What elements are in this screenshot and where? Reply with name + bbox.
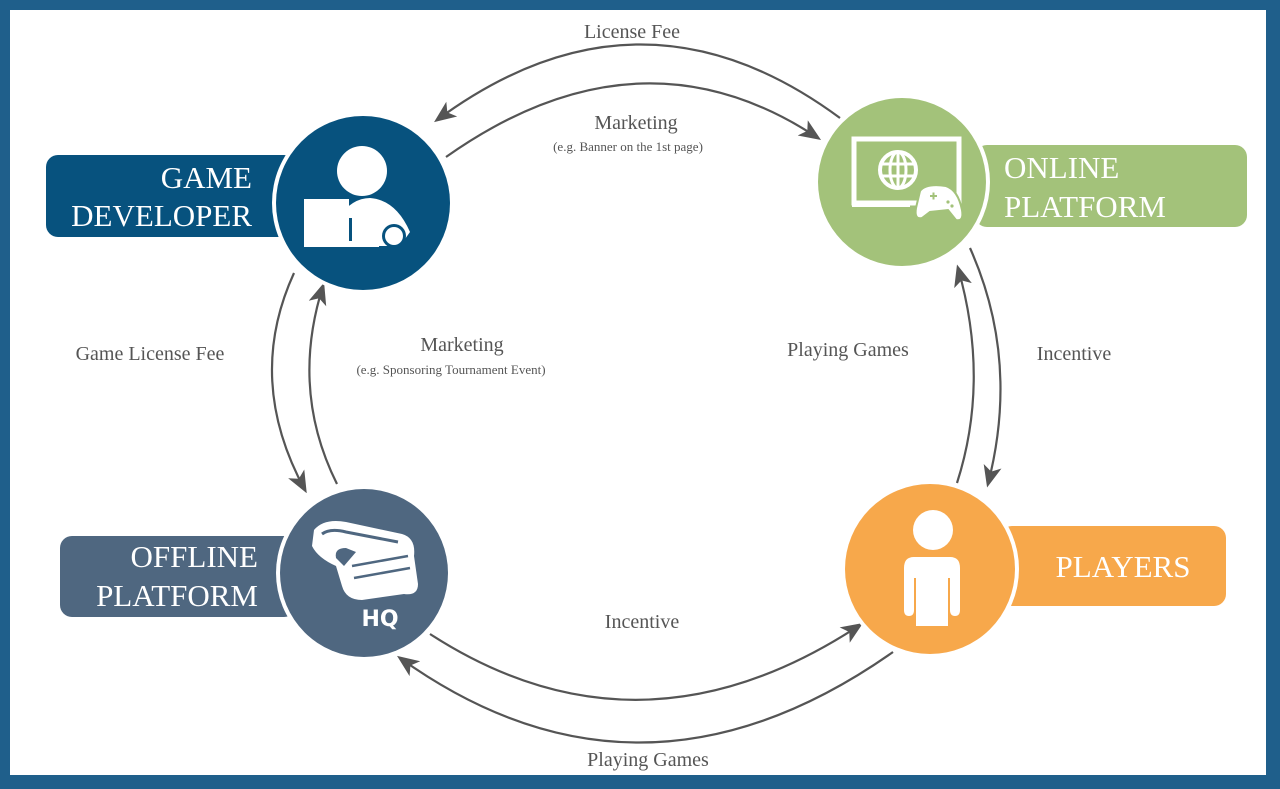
game-developer-title-line2: DEVELOPER [71,198,252,233]
arrow-playing-games-offline [397,651,894,744]
vr-headset-icon: HQ [312,521,418,632]
game-license-fee-label: Game License Fee [76,343,225,365]
playing-games-offline-label: Playing Games [587,749,709,771]
arrow-incentive-online [968,247,1002,488]
online-platform-title-line1: ONLINE [1004,150,1119,185]
monitor-globe-gamepad-icon [851,136,964,222]
license-fee-label: License Fee [584,21,680,43]
arrow-incentive-offline [429,622,864,701]
arrow-game-license-fee [270,272,307,494]
online-platform-label-box [975,145,1247,227]
person-icon [904,510,960,626]
offline-platform-label-box [60,536,296,617]
arrow-marketing-banner [445,82,822,158]
node-players: PLAYERS [841,480,1226,658]
hq-icon-text: HQ [361,607,398,632]
marketing-sponsoring-sublabel: (e.g. Sponsoring Tournament Event) [356,362,545,377]
game-developer-title-line1: GAME [161,160,252,195]
node-game-developer: GAME DEVELOPER [46,112,454,294]
diagram-frame [10,10,1266,775]
players-label-box [1000,526,1226,606]
marketing-banner-sublabel: (e.g. Banner on the 1st page) [553,139,703,154]
offline-platform-title-line2: PLATFORM [96,578,258,613]
marketing-banner-label: Marketing [594,112,677,134]
players-title: PLAYERS [1056,549,1191,584]
incentive-online-label: Incentive [1037,343,1112,365]
arrow-marketing-sponsoring [308,282,338,485]
node-online-platform: ONLINE PLATFORM [814,94,1247,270]
game-developer-label-box [46,155,296,237]
playing-games-online-label: Playing Games [787,339,909,361]
marketing-sponsoring-label: Marketing [420,334,503,356]
arrow-license-fee [434,43,841,123]
online-platform-title-line2: PLATFORM [1004,189,1166,224]
arrow-playing-games-online [954,264,975,484]
incentive-offline-label: Incentive [605,611,680,633]
node-offline-platform: OFFLINE PLATFORM HQ [60,485,452,661]
developer-at-laptop-icon [304,146,410,248]
offline-platform-title-line1: OFFLINE [131,539,258,574]
